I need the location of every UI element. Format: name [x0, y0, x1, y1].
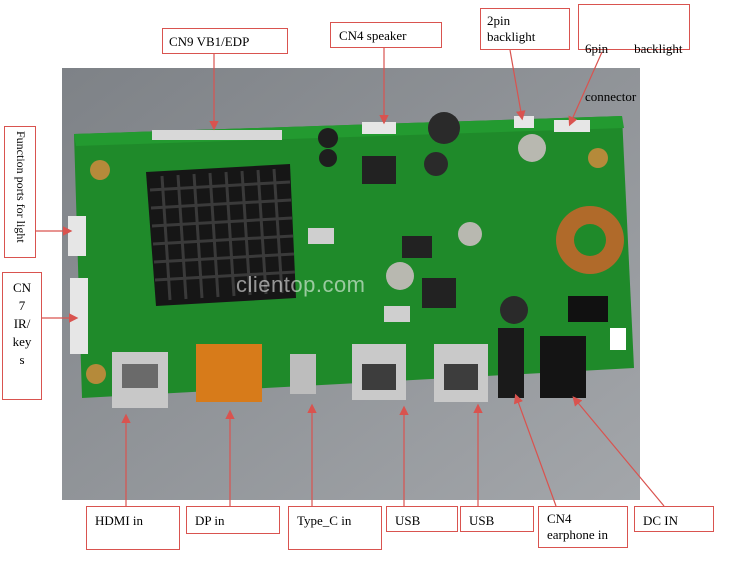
arrow-earphone: [513, 393, 557, 507]
label-cn4-speaker-text: CN4 speaker: [339, 28, 407, 43]
label-cn9: CN9 VB1/EDP: [162, 28, 288, 54]
typec-port: [290, 354, 316, 394]
label-hdmi-text: HDMI in: [95, 513, 144, 528]
label-dp: DP in: [186, 506, 280, 534]
label-2pin-backlight: 2pin backlight: [480, 8, 570, 50]
arrow-2pin: [509, 49, 526, 121]
watermark: clientop.com: [236, 272, 366, 297]
heatsink: [146, 164, 296, 306]
label-usb-2: USB: [460, 506, 534, 532]
arrow-6pin: [568, 51, 603, 127]
label-cn4-earphone: CN4 earphone in: [538, 506, 628, 548]
label-function-ports-text: Function ports for light: [14, 131, 28, 243]
label-6pin-backlight: 6pin backlight connector: [578, 4, 690, 104]
earphone-jack: [498, 328, 524, 398]
dp-port: [196, 344, 262, 402]
label-6pin-line1: 6pin backlight: [585, 41, 683, 56]
label-usb-1-text: USB: [395, 513, 421, 528]
cn7-connector: [70, 278, 88, 354]
label-cn7-line1: CN: [12, 280, 32, 295]
label-2pin-line2: backlight: [487, 29, 536, 44]
label-2pin-line1: 2pin: [487, 13, 511, 28]
label-cn4-speaker: CN4 speaker: [330, 22, 442, 48]
label-cn7-line5: s: [19, 352, 25, 367]
chip: [362, 156, 396, 184]
label-dc-in-text: DC IN: [643, 513, 679, 528]
board-photo: clientop.com: [62, 68, 640, 500]
label-usb-1: USB: [386, 506, 458, 532]
label-cn4-earphone-line2: earphone in: [547, 527, 609, 542]
label-dc-in: DC IN: [634, 506, 714, 532]
label-cn7-line4: key: [12, 334, 32, 349]
label-cn4-earphone-line1: CN4: [547, 511, 572, 526]
function-port-connector: [68, 216, 86, 256]
arrow-dc: [572, 396, 665, 507]
label-typec: Type_C in: [288, 506, 382, 550]
board-illustration: [62, 68, 640, 500]
label-cn7: CN 7 IR/ key s: [2, 272, 42, 400]
label-typec-text: Type_C in: [297, 513, 352, 528]
label-function-ports: Function ports for light: [4, 126, 36, 258]
label-hdmi: HDMI in: [86, 506, 180, 550]
label-cn9-text: CN9 VB1/EDP: [169, 34, 250, 49]
label-dp-text: DP in: [195, 513, 225, 528]
label-usb-2-text: USB: [469, 513, 495, 528]
dc-jack: [540, 336, 586, 398]
cn9-connector: [152, 130, 282, 140]
label-cn7-line3: IR/: [13, 316, 31, 331]
label-cn7-line2: 7: [18, 298, 26, 313]
label-6pin-line2: connector: [585, 89, 637, 104]
